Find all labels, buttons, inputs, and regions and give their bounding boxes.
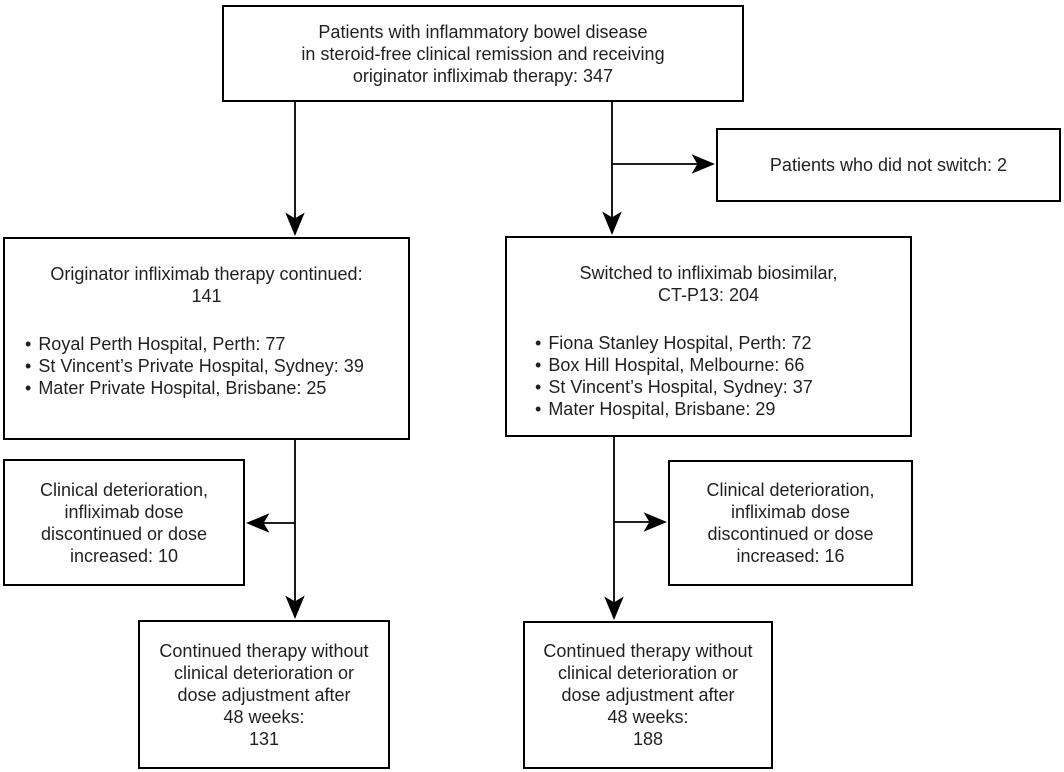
bullet-icon: • — [535, 333, 542, 353]
list-item: • Mater Private Hospital, Brisbane: 25 — [25, 377, 408, 399]
bullet-icon: • — [25, 334, 32, 354]
list-item: • Box Hill Hospital, Melbourne: 66 — [535, 354, 910, 376]
outcome-line: clinical deterioration or — [173, 662, 355, 683]
bullet-icon: • — [25, 356, 32, 376]
originator-hospital-list: • Royal Perth Hospital, Perth: 77 • St Vin… — [5, 333, 408, 399]
list-item: • Mater Hospital, Brisbane: 29 — [535, 398, 910, 420]
outcome-line: dose adjustment after — [561, 685, 735, 705]
box-deterioration-left: Clinical deterioration, infliximab dose … — [3, 459, 245, 586]
deterioration-line: infliximab dose — [730, 502, 851, 522]
enrollment-line: Patients with inflammatory bowel disease — [318, 21, 648, 42]
title-line: Originator infliximab therapy continued: — [50, 264, 363, 284]
title-line: Switched to infliximab biosimilar, — [579, 263, 838, 283]
outcome-line: dose adjustment after — [177, 684, 351, 705]
outcome-line: Continued therapy without — [159, 640, 369, 661]
box-originator-continued: Originator infliximab therapy continued:… — [3, 237, 410, 440]
box-switched-biosimilar: Switched to infliximab biosimilar, CT-P1… — [505, 236, 912, 437]
outcome-line: 188 — [632, 729, 664, 749]
list-item-text: Box Hill Hospital, Melbourne: 66 — [548, 355, 805, 375]
no-switch-line: Patients who did not switch: 2 — [769, 155, 1008, 175]
enrollment-line: in steroid-free clinical remission and r… — [301, 43, 665, 64]
title-line: 141 — [191, 286, 222, 306]
outcome-line: 48 weeks: — [607, 707, 689, 727]
originator-continued-title: Originator infliximab therapy continued:… — [5, 263, 408, 307]
deterioration-line: infliximab dose — [64, 501, 184, 522]
outcome-line: clinical deterioration or — [557, 663, 739, 683]
deterioration-line: Clinical deterioration, — [39, 479, 209, 500]
title-line: CT-P13: 204 — [657, 285, 760, 305]
enrollment-line: originator infliximab therapy: 347 — [352, 65, 614, 86]
list-item: • Royal Perth Hospital, Perth: 77 — [25, 333, 408, 355]
deterioration-line: increased: 10 — [69, 545, 179, 566]
bullet-icon: • — [25, 378, 32, 398]
list-item: • St Vincent’s Private Hospital, Sydney: … — [25, 355, 408, 377]
list-item: • Fiona Stanley Hospital, Perth: 72 — [535, 332, 910, 354]
box-outcome-left: Continued therapy without clinical deter… — [138, 620, 390, 769]
outcome-line: 131 — [248, 728, 280, 749]
list-item-text: Mater Private Hospital, Brisbane: 25 — [38, 378, 327, 398]
bullet-icon: • — [535, 355, 542, 375]
box-enrollment: Patients with inflammatory bowel disease… — [222, 5, 744, 102]
bullet-icon: • — [535, 399, 542, 419]
biosimilar-hospital-list: • Fiona Stanley Hospital, Perth: 72 • Box … — [507, 332, 910, 420]
deterioration-line: Clinical deterioration, — [706, 480, 875, 500]
deterioration-line: discontinued or dose — [707, 524, 874, 544]
box-no-switch: Patients who did not switch: 2 — [716, 128, 1061, 202]
box-deterioration-right: Clinical deterioration, infliximab dose … — [668, 460, 913, 586]
list-item-text: St Vincent’s Private Hospital, Sydney: 3… — [38, 356, 364, 376]
list-item: • St Vincent’s Hospital, Sydney: 37 — [535, 376, 910, 398]
deterioration-line: increased: 16 — [736, 546, 845, 566]
list-item-text: St Vincent’s Hospital, Sydney: 37 — [548, 377, 813, 397]
list-item-text: Fiona Stanley Hospital, Perth: 72 — [548, 333, 812, 353]
list-item-text: Royal Perth Hospital, Perth: 77 — [38, 334, 286, 354]
deterioration-line: discontinued or dose — [40, 523, 208, 544]
box-outcome-right: Continued therapy without clinical deter… — [523, 621, 773, 769]
list-item-text: Mater Hospital, Brisbane: 29 — [548, 399, 776, 419]
bullet-icon: • — [535, 377, 542, 397]
outcome-line: 48 weeks: — [223, 706, 305, 727]
switched-biosimilar-title: Switched to infliximab biosimilar, CT-P1… — [507, 262, 910, 306]
outcome-line: Continued therapy without — [543, 641, 753, 661]
